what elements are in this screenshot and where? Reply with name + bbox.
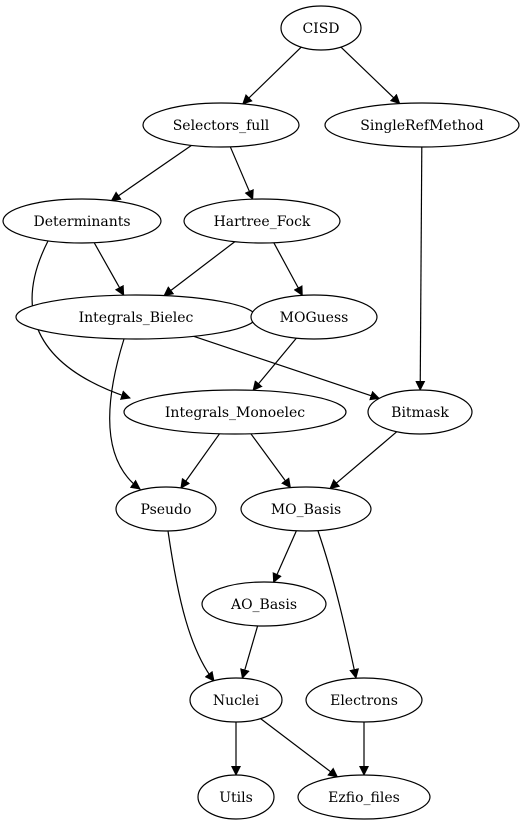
- edge-line: [252, 337, 297, 392]
- edge-line: [229, 146, 254, 201]
- edge-integrals_bielec-to-pseudo: [109, 338, 141, 490]
- edge-nuclei-to-ezfio_files: [260, 718, 339, 778]
- node-ellipse: [367, 389, 473, 435]
- edge-mo_basis-to-electrons: [317, 530, 360, 679]
- node-ellipse: [324, 102, 520, 148]
- node-label: Ezfio_files: [328, 790, 400, 806]
- node-ellipse: [142, 102, 300, 148]
- edge-line: [167, 530, 215, 682]
- node-ellipse: [115, 486, 217, 532]
- edge-determinants-to-integrals_bielec: [93, 242, 125, 296]
- edge-singlerefmethod-to-bitmask: [415, 146, 426, 391]
- node-label: AO_Basis: [230, 597, 297, 613]
- edge-line: [260, 718, 339, 778]
- node-layer: CISD Selectors_full SingleRefMethodDetermi…: [2, 5, 520, 820]
- edge-layer: [31, 46, 426, 778]
- node-integrals-bielec: Integrals_Bielec: [15, 294, 257, 340]
- node-ellipse: [280, 5, 362, 51]
- edge-line: [193, 335, 381, 401]
- edge-line: [317, 530, 360, 679]
- node-ellipse: [2, 198, 162, 244]
- node-label: Bitmask: [391, 405, 449, 421]
- node-ao-basis: AO_Basis: [201, 581, 327, 627]
- edge-integrals_monoelec-to-pseudo: [180, 433, 220, 489]
- edge-line: [109, 338, 141, 490]
- edge-cisd-to-singlerefmethod: [340, 46, 401, 105]
- node-ellipse: [123, 389, 347, 435]
- edge-line: [415, 146, 426, 391]
- node-label: Integrals_Bielec: [79, 310, 194, 326]
- edge-cisd-to-selectors_full: [242, 46, 302, 105]
- edge-line: [240, 625, 259, 680]
- node-label: Utils: [219, 790, 253, 806]
- edge-line: [93, 242, 125, 296]
- node-singlerefmethod: SingleRefMethod: [324, 102, 520, 148]
- node-label: MO_Basis: [271, 502, 341, 518]
- node-ellipse: [183, 198, 341, 244]
- node-label: MOGuess: [280, 310, 349, 326]
- edge-line: [272, 530, 297, 584]
- edge-line: [250, 433, 291, 489]
- node-label: Electrons: [330, 693, 398, 709]
- node-cisd: CISD: [280, 5, 362, 51]
- edge-line: [180, 433, 220, 489]
- node-label: Selectors_full: [173, 118, 270, 134]
- edge-line: [273, 242, 303, 297]
- edge-ao_basis-to-nuclei: [240, 625, 259, 680]
- node-moguess: MOGuess: [250, 294, 378, 340]
- node-bitmask: Bitmask: [367, 389, 473, 435]
- edge-hartree_fock-to-integrals_bielec: [163, 241, 236, 297]
- node-integrals-monoelec: Integrals_Monoelec: [123, 389, 347, 435]
- edge-integrals_bielec-to-bitmask: [193, 335, 381, 401]
- node-utils: Utils: [197, 774, 275, 820]
- node-ellipse: [240, 486, 372, 532]
- edge-bitmask-to-mo_basis: [329, 431, 398, 490]
- node-label: SingleRefMethod: [360, 118, 484, 134]
- node-label: Nuclei: [213, 693, 260, 709]
- node-label: Pseudo: [141, 502, 192, 518]
- node-label: CISD: [302, 21, 339, 37]
- node-ellipse: [201, 581, 327, 627]
- node-label: Hartree_Fock: [214, 214, 311, 230]
- node-ezfio-files: Ezfio_files: [297, 774, 431, 820]
- edge-moguess-to-integrals_monoelec: [252, 337, 297, 392]
- node-mo-basis: MO_Basis: [240, 486, 372, 532]
- node-ellipse: [297, 774, 431, 820]
- edge-mo_basis-to-ao_basis: [272, 530, 297, 584]
- node-ellipse: [197, 774, 275, 820]
- edge-selectors_full-to-determinants: [110, 144, 192, 202]
- node-ellipse: [250, 294, 378, 340]
- node-determinants: Determinants: [2, 198, 162, 244]
- edge-pseudo-to-nuclei: [167, 530, 215, 682]
- node-label: Integrals_Monoelec: [165, 405, 305, 421]
- node-pseudo: Pseudo: [115, 486, 217, 532]
- edge-line: [163, 241, 236, 297]
- edge-line: [110, 144, 192, 202]
- edge-line: [340, 46, 401, 105]
- edge-line: [329, 431, 398, 490]
- edge-line: [242, 46, 302, 105]
- node-selectors-full: Selectors_full: [142, 102, 300, 148]
- node-electrons: Electrons: [305, 677, 423, 723]
- edge-integrals_monoelec-to-mo_basis: [250, 433, 291, 489]
- node-hartree-fock: Hartree_Fock: [183, 198, 341, 244]
- node-label: Determinants: [33, 214, 130, 230]
- edge-hartree_fock-to-moguess: [273, 242, 303, 297]
- edge-selectors_full-to-hartree_fock: [229, 146, 254, 201]
- node-nuclei: Nuclei: [189, 677, 283, 723]
- node-ellipse: [305, 677, 423, 723]
- node-ellipse: [189, 677, 283, 723]
